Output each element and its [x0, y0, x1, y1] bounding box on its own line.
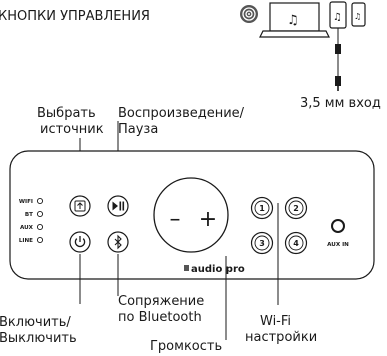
svg-text:2: 2	[293, 204, 299, 213]
aux-in-label: AUX IN	[327, 242, 349, 248]
indicator-aux-label: AUX	[20, 225, 34, 231]
wifi-icon	[240, 5, 258, 23]
audio-cable-icon	[335, 28, 341, 91]
bluetooth-button[interactable]	[107, 231, 129, 253]
aux-in-jack[interactable]	[331, 219, 345, 233]
bt-pairing-label-line1: Сопряжение	[118, 294, 204, 309]
laptop-icon: ♫	[259, 2, 330, 38]
source-button[interactable]	[69, 195, 91, 217]
play-pause-button[interactable]	[107, 195, 129, 217]
bt-pairing-label-line2: по Bluetooth	[118, 310, 202, 325]
power-label-line2: Выключить	[0, 331, 77, 346]
indicator-lights: WIFI BT AUX LINE	[19, 197, 44, 244]
indicator-line-label: LINE	[19, 238, 33, 244]
select-source-label-line2: источник	[40, 122, 104, 137]
volume-plus[interactable]: +	[199, 207, 217, 232]
wifi-settings-label-line2: настройки	[245, 330, 317, 345]
svg-text:♫: ♫	[333, 12, 342, 23]
wifi-settings-label-line1: Wi-Fi	[260, 314, 291, 329]
svg-text:3: 3	[259, 239, 265, 248]
page-title: КНОПКИ УПРАВЛЕНИЯ	[0, 9, 150, 24]
volume-label: Громкость	[150, 339, 222, 354]
indicator-wifi-label: WIFI	[19, 199, 33, 205]
preset-button-1[interactable]: 1	[250, 196, 274, 220]
brand-text: audio pro	[191, 264, 245, 275]
svg-text:♫: ♫	[287, 13, 299, 28]
power-button[interactable]	[69, 231, 91, 253]
jack-label: 3,5 мм вход	[300, 96, 381, 111]
svg-text:1: 1	[259, 204, 265, 213]
select-source-label-line1: Выбрать	[37, 106, 96, 121]
preset-button-4[interactable]: 4	[284, 231, 308, 255]
preset-button-2[interactable]: 2	[284, 196, 308, 220]
phone-icon: ♫	[351, 2, 366, 27]
power-label-line1: Включить/	[0, 315, 71, 330]
preset-button-3[interactable]: 3	[250, 231, 274, 255]
indicator-bt-label: BT	[25, 212, 33, 218]
play-pause-label-line2: Пауза	[118, 122, 158, 137]
play-pause-label-line1: Воспроизведение/	[118, 106, 245, 121]
brand-logo: audio pro	[184, 264, 245, 275]
svg-text:4: 4	[293, 239, 299, 248]
svg-text:♫: ♫	[354, 12, 361, 21]
volume-dial[interactable]: – +	[153, 177, 229, 253]
tablet-icon: ♫	[329, 1, 347, 29]
volume-minus[interactable]: –	[170, 207, 181, 232]
